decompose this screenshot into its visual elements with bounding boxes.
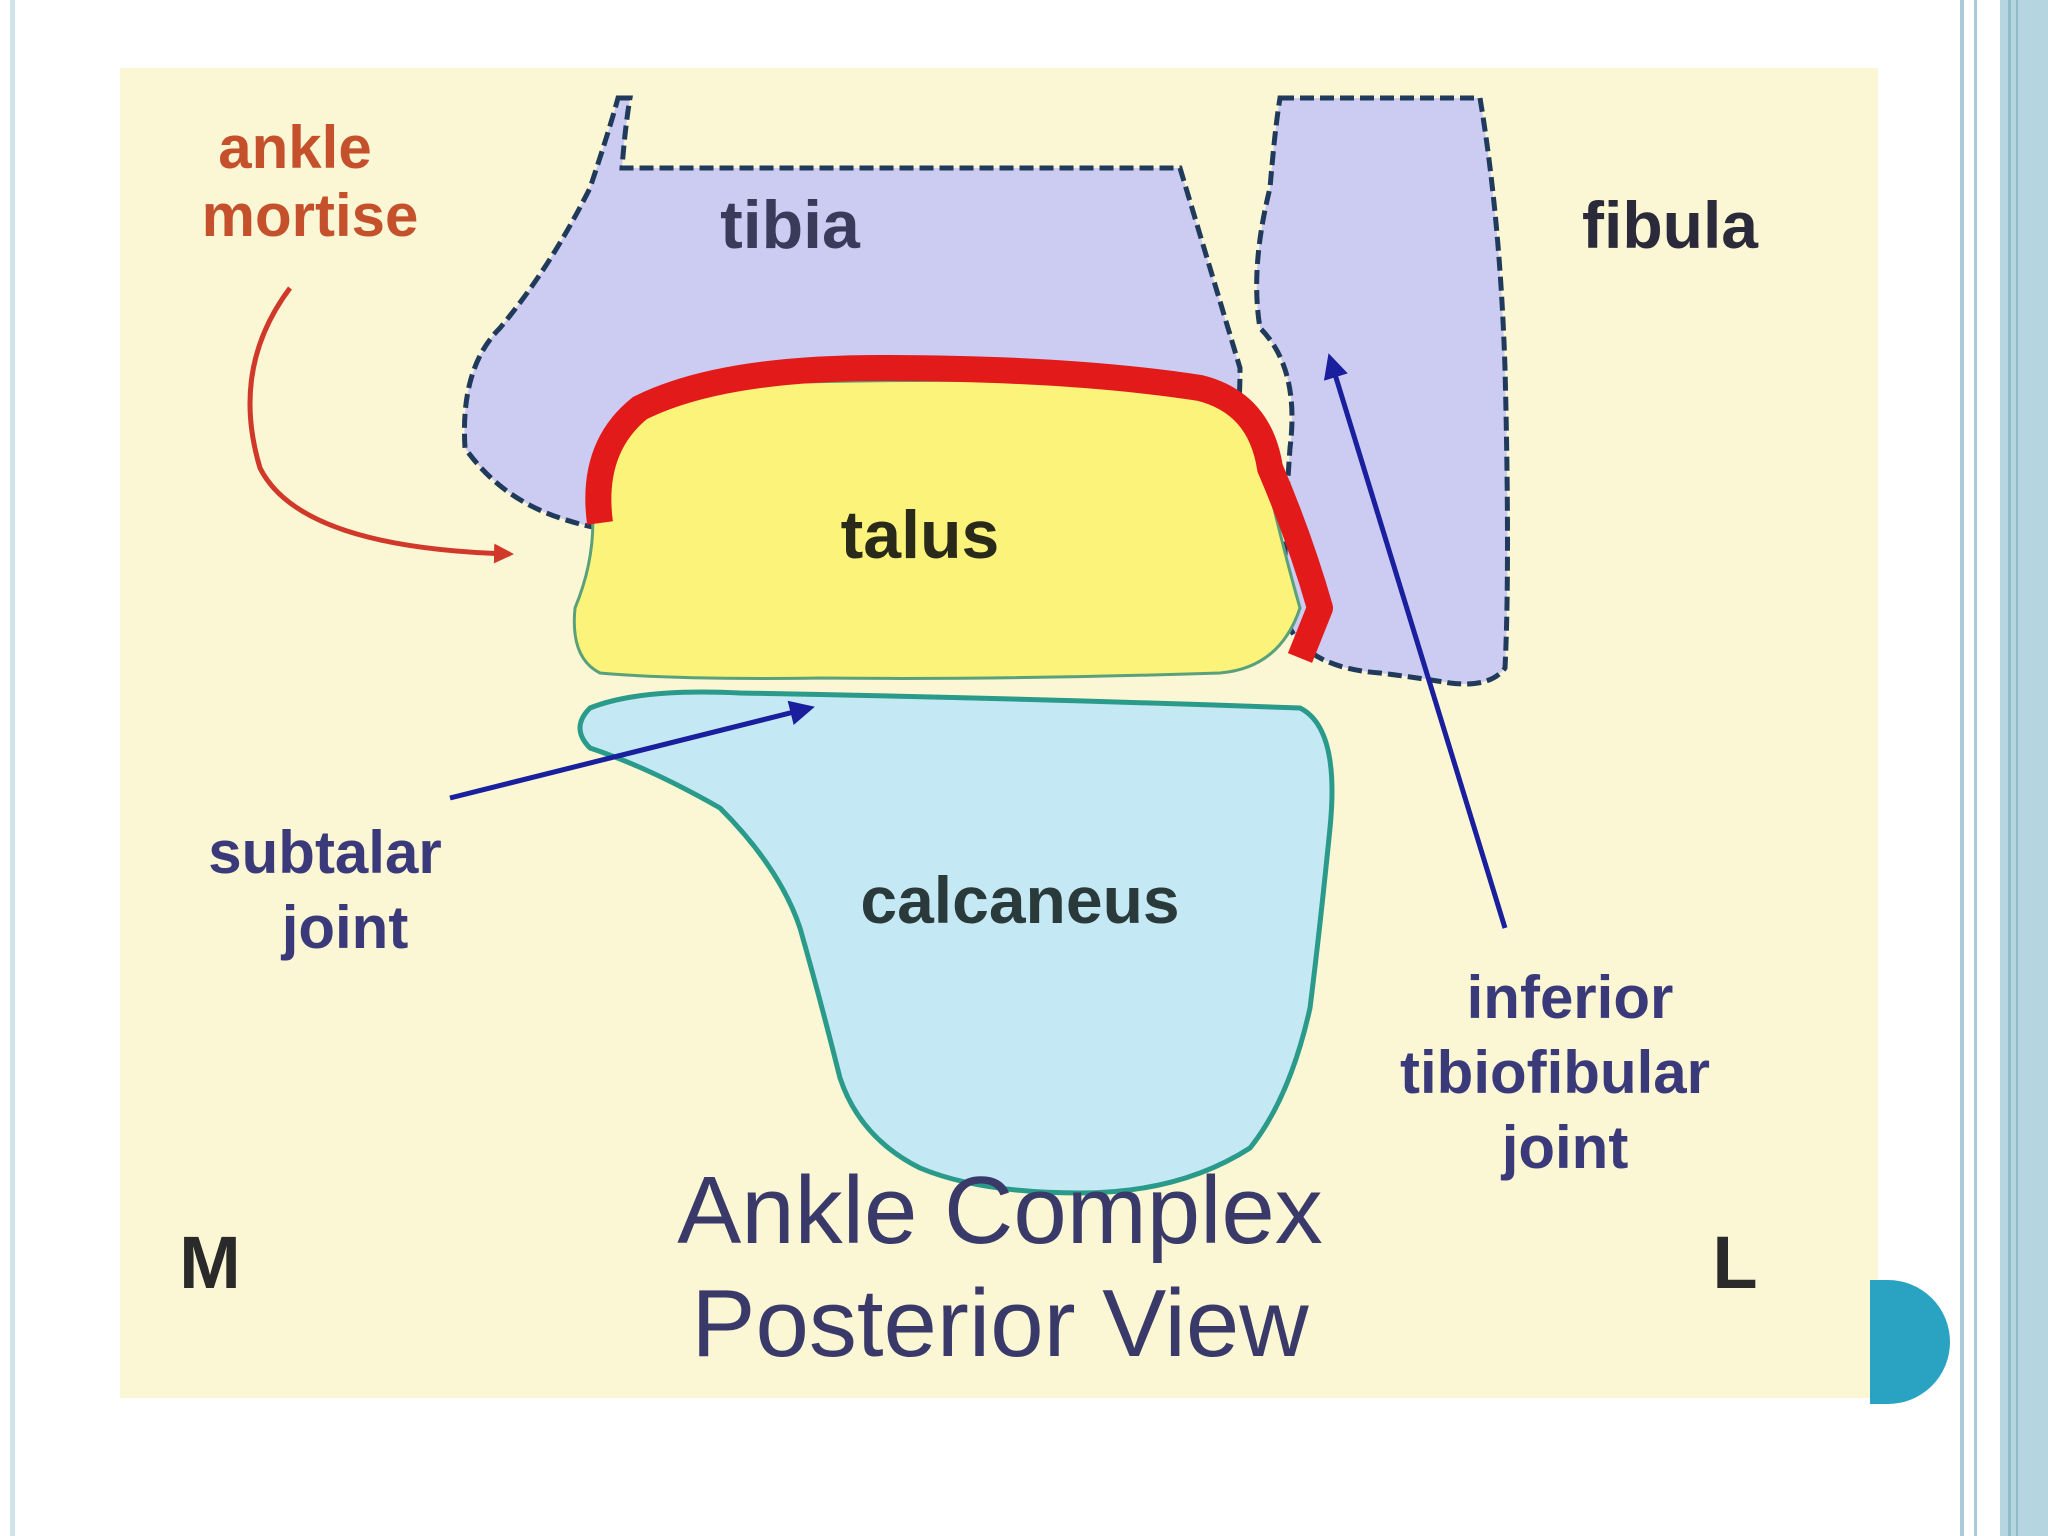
- label-medial: M: [179, 1221, 241, 1304]
- slide-accent-tab: [1870, 1280, 1950, 1404]
- calcaneus-bone: [577, 689, 1335, 1196]
- tibiofibular-joint-arrow: [1323, 353, 1508, 929]
- label-mortise: mortise: [202, 182, 419, 249]
- label-ankle: ankle: [218, 114, 371, 181]
- label-tibiofibular: tibiofibular: [1400, 1039, 1710, 1106]
- ankle-complex-diagram: ankle mortise tibia fibula talus calcane…: [120, 68, 1878, 1398]
- label-lateral: L: [1712, 1221, 1757, 1304]
- slide-right-frame: [1960, 0, 2048, 1536]
- label-inferior: inferior: [1467, 964, 1674, 1031]
- label-subtalar: subtalar: [208, 819, 441, 886]
- ankle-mortise-band: [585, 355, 1333, 663]
- diagram-canvas: ankle mortise tibia fibula talus calcane…: [120, 68, 1878, 1398]
- diagram-title-line1: Ankle Complex: [677, 1157, 1323, 1264]
- diagram-title-line2: Posterior View: [691, 1270, 1309, 1377]
- label-tibia: tibia: [720, 187, 861, 263]
- label-calcaneus: calcaneus: [860, 863, 1179, 937]
- label-tibiofibular-joint: joint: [1501, 1114, 1629, 1181]
- fibula-bone: [1254, 95, 1510, 687]
- subtalar-joint-arrow: [449, 700, 815, 801]
- label-talus: talus: [841, 497, 1000, 573]
- label-fibula: fibula: [1582, 188, 1759, 262]
- label-subtalar-joint: joint: [281, 894, 409, 961]
- slide-left-rule: [10, 0, 15, 1536]
- ankle-mortise-arrow: [247, 286, 514, 564]
